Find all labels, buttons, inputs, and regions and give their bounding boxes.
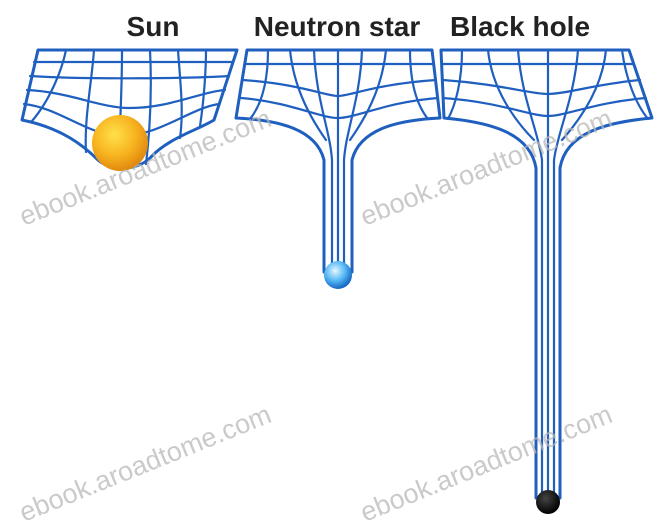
spacetime-grid-neutron-star xyxy=(234,48,442,274)
sun-object xyxy=(92,115,148,171)
panel-title-black-hole: Black hole xyxy=(450,11,590,42)
watermark-text: ebook.aroadtome.com xyxy=(15,399,275,527)
neutron-star-object xyxy=(324,261,352,289)
black-hole-object xyxy=(536,490,560,514)
panel-title-sun: Sun xyxy=(127,11,180,42)
spacetime-grid-black-hole xyxy=(439,48,654,500)
panel-neutron-star: Neutron star xyxy=(234,11,442,289)
panel-sun: Sun xyxy=(20,11,239,171)
watermarks: ebook.aroadtome.com ebook.aroadtome.com … xyxy=(15,103,616,527)
panel-title-neutron-star: Neutron star xyxy=(254,11,421,42)
panel-black-hole: Black hole xyxy=(439,11,654,514)
spacetime-grid-sun xyxy=(20,48,239,170)
watermark-text: ebook.aroadtome.com xyxy=(356,399,616,527)
